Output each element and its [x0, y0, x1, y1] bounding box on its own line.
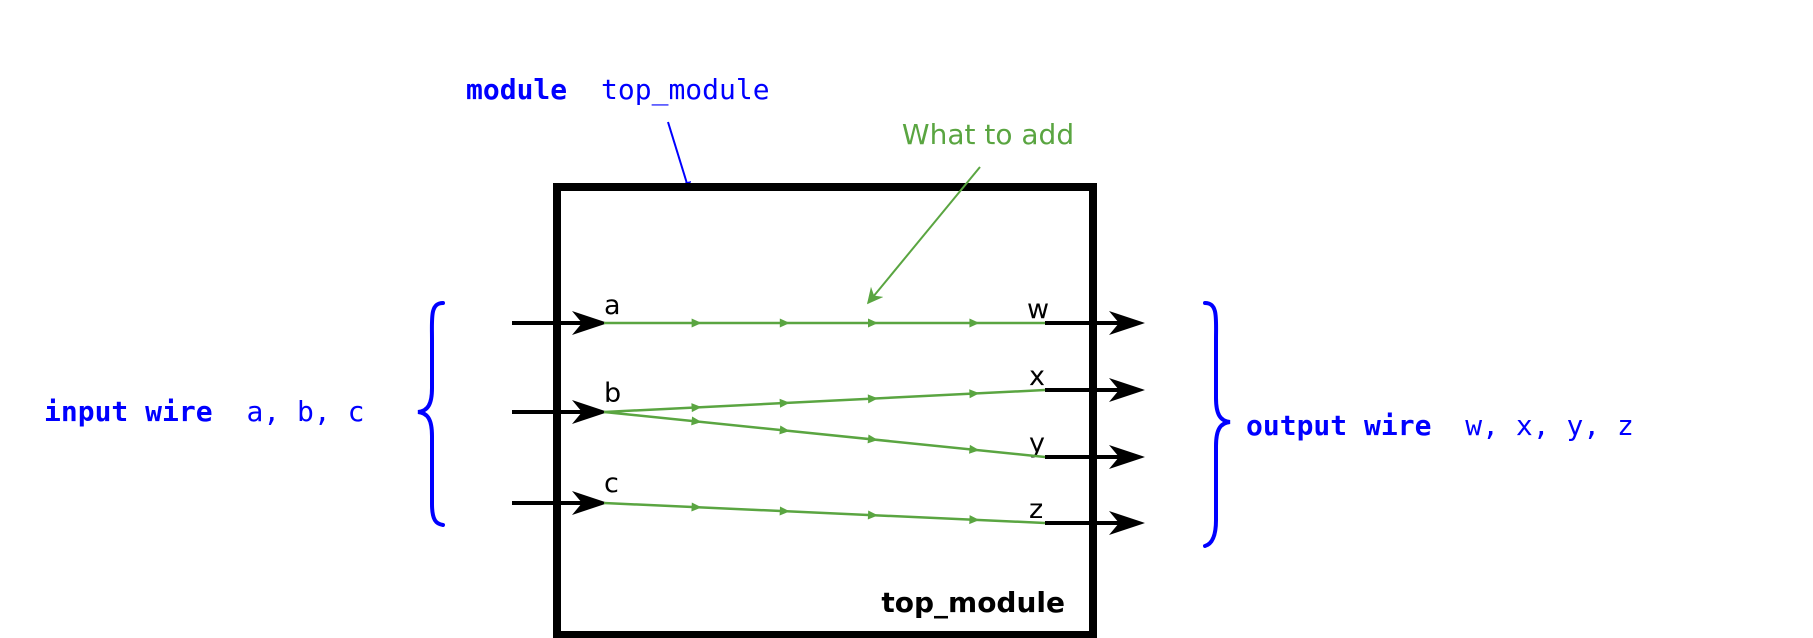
module-caption: module top_module: [466, 73, 770, 107]
wire-direction-marker: [691, 416, 702, 426]
wire-direction-marker: [969, 318, 980, 328]
module-keyword: module: [466, 73, 567, 106]
module-caption-pointer: [667, 121, 691, 191]
annotation-arrow: [866, 166, 981, 305]
wire-c-to-z: [603, 501, 1046, 525]
inputs-brace: [417, 301, 445, 527]
wire-direction-marker: [969, 444, 980, 454]
port-label-z: z: [1029, 494, 1043, 525]
wire-direction-marker: [779, 506, 790, 516]
wire-direction-marker: [867, 510, 879, 520]
module-name: top_module: [601, 73, 770, 107]
outputs-caption: output wire w, x, y, z: [1246, 409, 1634, 442]
outputs-brace: [1203, 301, 1231, 548]
wire-direction-marker: [779, 425, 790, 435]
annotation-label: What to add: [902, 118, 1074, 151]
wire-direction-marker: [691, 502, 702, 512]
wire-direction-marker: [868, 318, 879, 328]
port-label-a: a: [604, 290, 621, 321]
wire-b-to-y: [603, 410, 1046, 459]
wire-a-to-w: [604, 318, 1045, 328]
output-stub-x: [1045, 378, 1145, 402]
wire-direction-marker: [691, 318, 702, 328]
wire-direction-marker: [969, 515, 980, 525]
output-stub-w: [1045, 311, 1145, 335]
input-stub-b: [512, 400, 608, 424]
wire-direction-marker: [969, 389, 980, 399]
wire-direction-marker: [691, 403, 702, 413]
wire-direction-marker: [867, 434, 878, 444]
internal-wires: [603, 318, 1046, 525]
inputs-keyword: input wire: [44, 395, 213, 428]
output-stub-y: [1045, 445, 1145, 469]
wire-b-to-x: [603, 388, 1046, 414]
port-label-c: c: [604, 468, 619, 499]
port-label-y: y: [1029, 428, 1045, 459]
inputs-names: a, b, c: [246, 395, 364, 428]
outputs-keyword: output wire: [1246, 409, 1431, 442]
wire-direction-marker: [779, 398, 790, 408]
output-stub-z: [1045, 511, 1145, 535]
inputs-caption: input wire a, b, c: [44, 395, 364, 428]
wire-direction-marker: [867, 394, 879, 404]
port-label-x: x: [1029, 361, 1045, 392]
port-label-b: b: [604, 378, 621, 409]
wire-direction-marker: [779, 318, 790, 328]
input-stub-a: [512, 311, 608, 335]
outputs-names: w, x, y, z: [1465, 409, 1634, 442]
box-label: top_module: [881, 586, 1065, 619]
input-stub-c: [512, 491, 608, 515]
port-label-w: w: [1027, 294, 1049, 325]
